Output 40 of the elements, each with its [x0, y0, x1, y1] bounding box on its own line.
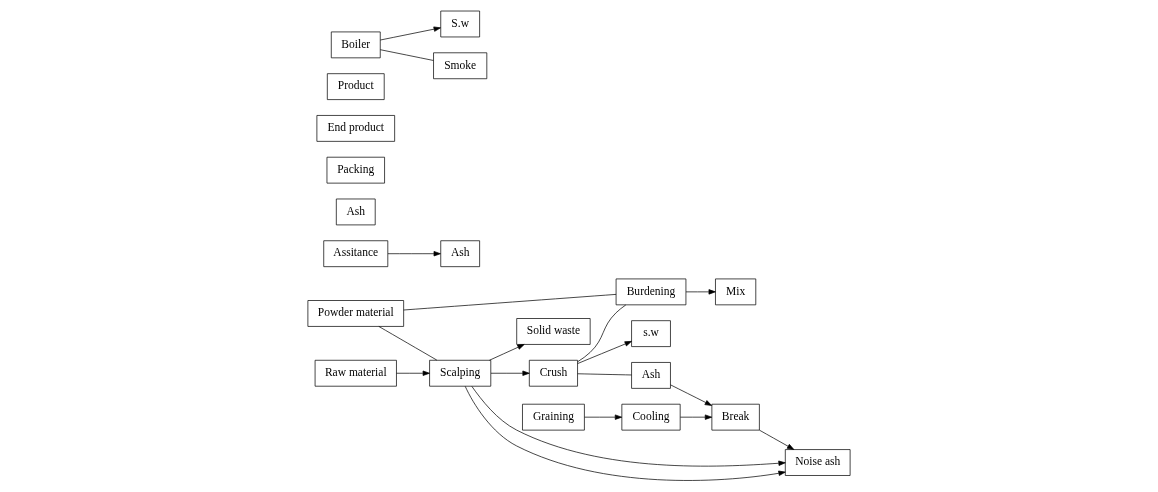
node-box: Raw material: [314, 359, 397, 387]
node-box: End product: [316, 115, 395, 142]
node-box: Assitance: [323, 240, 389, 268]
node-box: Powder material: [307, 300, 404, 327]
connector: [403, 294, 617, 311]
node-box: Ash: [631, 362, 671, 389]
node-box: Ash: [440, 240, 480, 268]
arrow: [471, 386, 786, 467]
arrow: [489, 344, 525, 361]
node-box: Graining: [522, 403, 585, 431]
node-box: Packing: [326, 156, 385, 184]
arrow: [680, 414, 713, 420]
connector: [577, 304, 627, 363]
arrow: [490, 370, 530, 376]
node-box: Cooling: [621, 403, 681, 431]
arrow: [396, 370, 430, 376]
node-box: Solid waste: [516, 318, 591, 345]
node-box: Boiler: [330, 31, 381, 59]
node-box: s.w: [631, 320, 671, 347]
arrow: [584, 414, 623, 420]
arrow: [577, 341, 632, 364]
node-box: Crush: [528, 359, 578, 387]
arrow: [670, 384, 712, 406]
arrow: [380, 26, 441, 41]
node-box: Scalping: [429, 359, 492, 387]
node-box: S.w: [440, 10, 480, 38]
arrow: [759, 429, 795, 450]
node-box: Noise ash: [784, 449, 851, 476]
node-box: Product: [326, 73, 385, 100]
arrow: [685, 289, 716, 295]
node-box: Ash: [335, 198, 376, 226]
connector: [378, 326, 438, 361]
arrow: [464, 386, 786, 481]
node-box: Burdening: [615, 278, 687, 306]
connector: [380, 49, 434, 61]
node-box: Break: [711, 403, 760, 431]
node-box: Mix: [715, 278, 757, 306]
node-box: Smoke: [433, 52, 488, 80]
arrow: [387, 251, 441, 257]
connector: [577, 373, 632, 376]
